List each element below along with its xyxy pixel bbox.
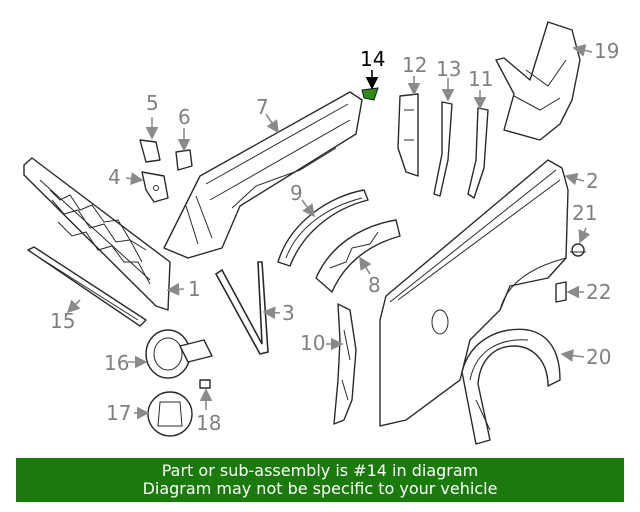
part-16-fuel-door [145, 329, 213, 379]
callout-17: 17 [106, 401, 131, 425]
callout-14: 14 [360, 47, 385, 71]
part-18-bolt [199, 379, 211, 389]
part-20-wheelhouse-liner [461, 328, 561, 445]
part-3-seal [214, 261, 269, 355]
callout-11: 11 [468, 67, 493, 91]
callout-16: 16 [104, 351, 129, 375]
part-12-pillar [397, 93, 419, 177]
part-19-corner [495, 21, 581, 141]
callout-7: 7 [256, 95, 269, 119]
callout-21: 21 [572, 201, 597, 225]
callout-4: 4 [108, 165, 121, 189]
part-14-highlighted [361, 87, 379, 101]
callout-8: 8 [368, 273, 381, 297]
callout-6: 6 [178, 105, 191, 129]
part-10-bracket [333, 303, 357, 425]
part-6-bracket [175, 149, 193, 171]
callout-18: 18 [196, 411, 221, 435]
part-22-clip [555, 281, 567, 303]
part-11-reinforcement [467, 107, 489, 199]
part-4-bracket [141, 171, 169, 203]
part-17-fuel-housing [147, 391, 193, 437]
part-9-arch [277, 189, 369, 267]
callout-15: 15 [50, 309, 75, 333]
part-2-outer-panel [379, 159, 569, 427]
part-7-inner-panel [163, 91, 363, 259]
part-15-front-sill [27, 246, 147, 327]
callout-5: 5 [146, 91, 159, 115]
part-1-front-panel [23, 157, 171, 311]
callout-20: 20 [586, 345, 611, 369]
callout-12: 12 [402, 53, 427, 77]
part-13-reinforcement [433, 101, 453, 197]
callout-9: 9 [290, 181, 303, 205]
callout-22: 22 [586, 280, 611, 304]
callout-10: 10 [300, 331, 325, 355]
callout-19: 19 [594, 39, 619, 63]
part-8-wheelhouse [315, 219, 401, 293]
banner-line-2: Diagram may not be specific to your vehi… [142, 479, 498, 498]
callout-3: 3 [282, 301, 295, 325]
callout-2: 2 [586, 169, 599, 193]
part-21-clip [570, 243, 586, 257]
callout-13: 13 [436, 57, 461, 81]
banner-line-1: Part or sub-assembly is #14 in diagram [161, 461, 479, 480]
callout-1: 1 [188, 277, 201, 301]
part-5-bracket [139, 139, 161, 163]
info-banner: Part or sub-assembly is #14 in diagram D… [16, 458, 624, 502]
parts-diagram: 1 2 3 4 5 6 7 8 9 10 11 12 13 14 15 16 1… [23, 21, 619, 445]
